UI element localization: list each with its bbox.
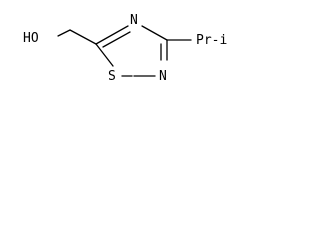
atom-hydroxyl: HO — [23, 31, 39, 46]
bond-ch2-c5 — [69, 29, 97, 45]
bond-n4-c3 — [141, 25, 168, 41]
bond-o-ch2 — [57, 29, 71, 37]
bond-s1-c5 — [95, 43, 114, 67]
structure-diagram: HO N S N Pr-i — [23, 13, 227, 84]
atom-ring-n-top: N — [130, 13, 138, 28]
atom-substituent: Pr-i — [196, 33, 227, 48]
bond-c5-n4-double — [102, 31, 131, 48]
atom-ring-n-bottom: N — [159, 69, 167, 84]
bond-c5-n4 — [95, 25, 129, 45]
atom-ring-s: S — [108, 69, 116, 84]
